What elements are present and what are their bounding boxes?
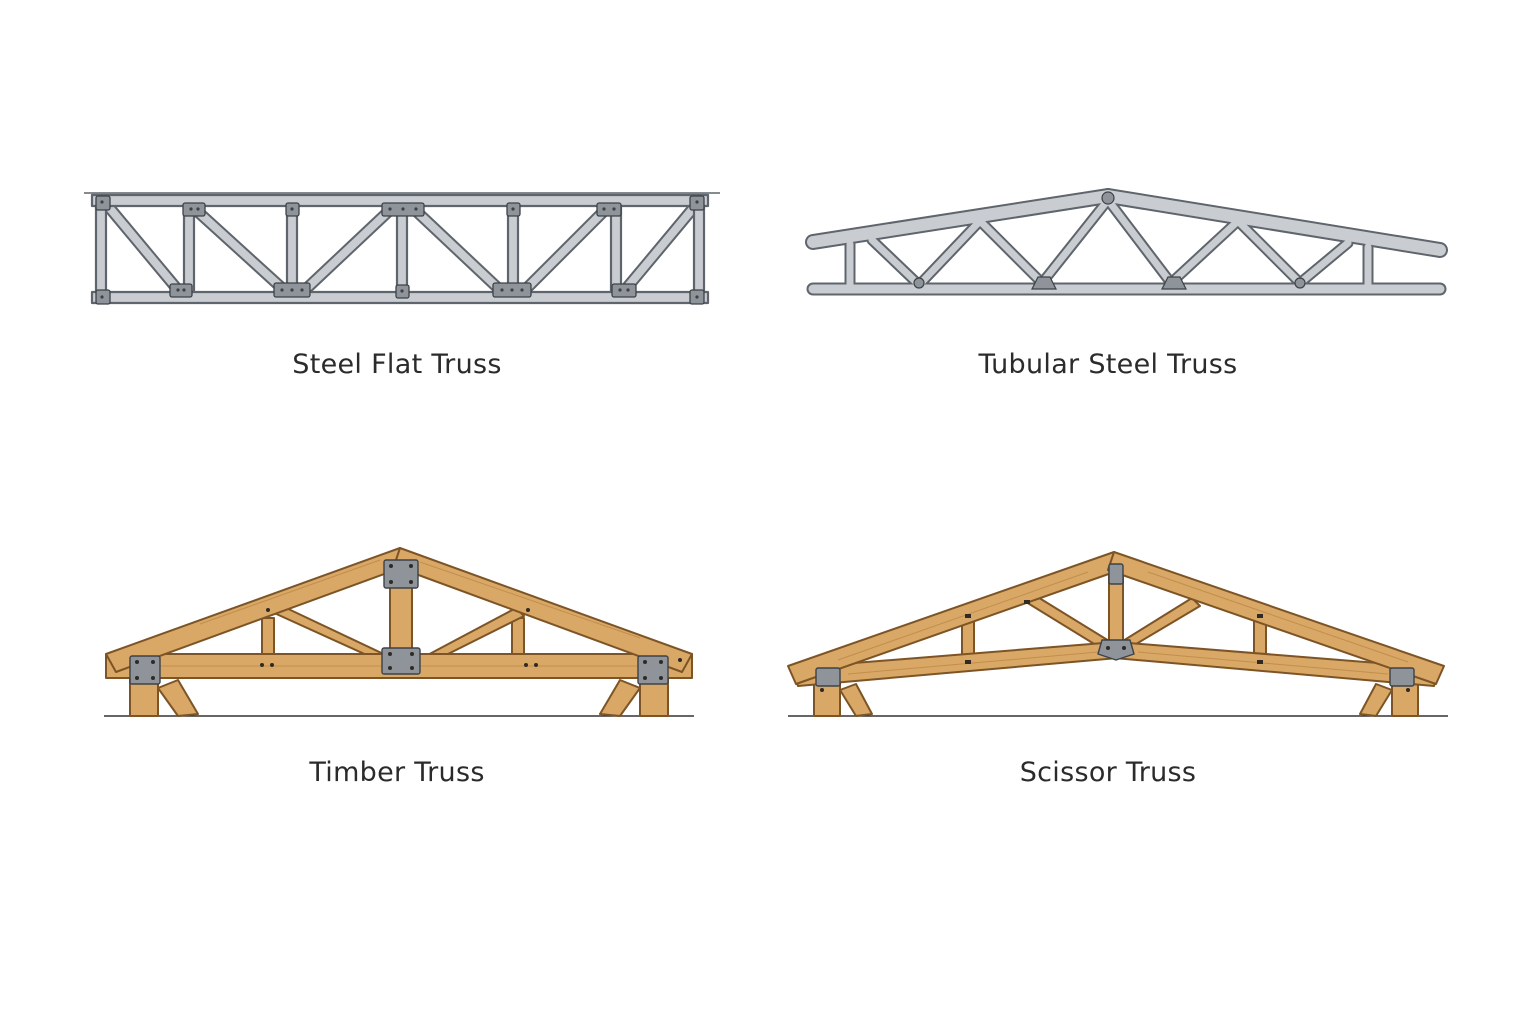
tubular-steel-truss-caption: Tubular Steel Truss [978,349,1238,380]
steel-flat-truss-drawing [84,192,720,305]
scissor-truss-caption: Scissor Truss [1019,757,1197,788]
steel-flat-truss-caption: Steel Flat Truss [292,349,502,380]
timber-truss-drawing [104,547,694,717]
scissor-truss [787,551,1448,717]
timber-truss [104,547,694,717]
timber-truss-caption: Timber Truss [309,757,485,788]
tubular-steel-truss-drawing [805,188,1448,296]
steel-flat-truss [84,192,720,305]
tubular-steel-truss [805,188,1448,296]
scissor-truss-drawing [787,551,1448,717]
